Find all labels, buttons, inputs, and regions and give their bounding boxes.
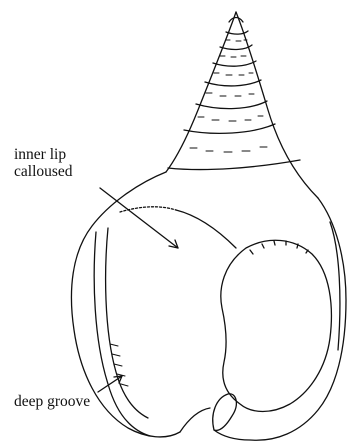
deep-groove-label: deep groove (14, 393, 90, 410)
inner-lip-label: inner lip calloused (14, 146, 73, 180)
whorl-suture-7 (168, 160, 300, 170)
whorl-shading (190, 40, 267, 152)
spire-left-outline (166, 12, 236, 172)
callus-edge (176, 210, 236, 248)
inner-lip-label-line1: inner lip (14, 146, 73, 163)
siphonal-canal (213, 394, 237, 431)
inner-lip-pointer (100, 188, 178, 248)
apex (229, 18, 243, 23)
aperture (221, 240, 332, 411)
whorl-suture-3 (213, 61, 256, 66)
spire-right-outline (236, 12, 318, 198)
whorl-suture-4 (205, 80, 261, 86)
whorl-suture-6 (184, 124, 275, 133)
whorl-suture-2 (220, 45, 252, 49)
whorl-suture-5 (196, 101, 267, 109)
columella (180, 408, 210, 432)
inner-lip-edge (106, 228, 148, 418)
body-whorl-right-outline (214, 198, 346, 440)
inner-lip-label-line2: calloused (14, 163, 73, 180)
